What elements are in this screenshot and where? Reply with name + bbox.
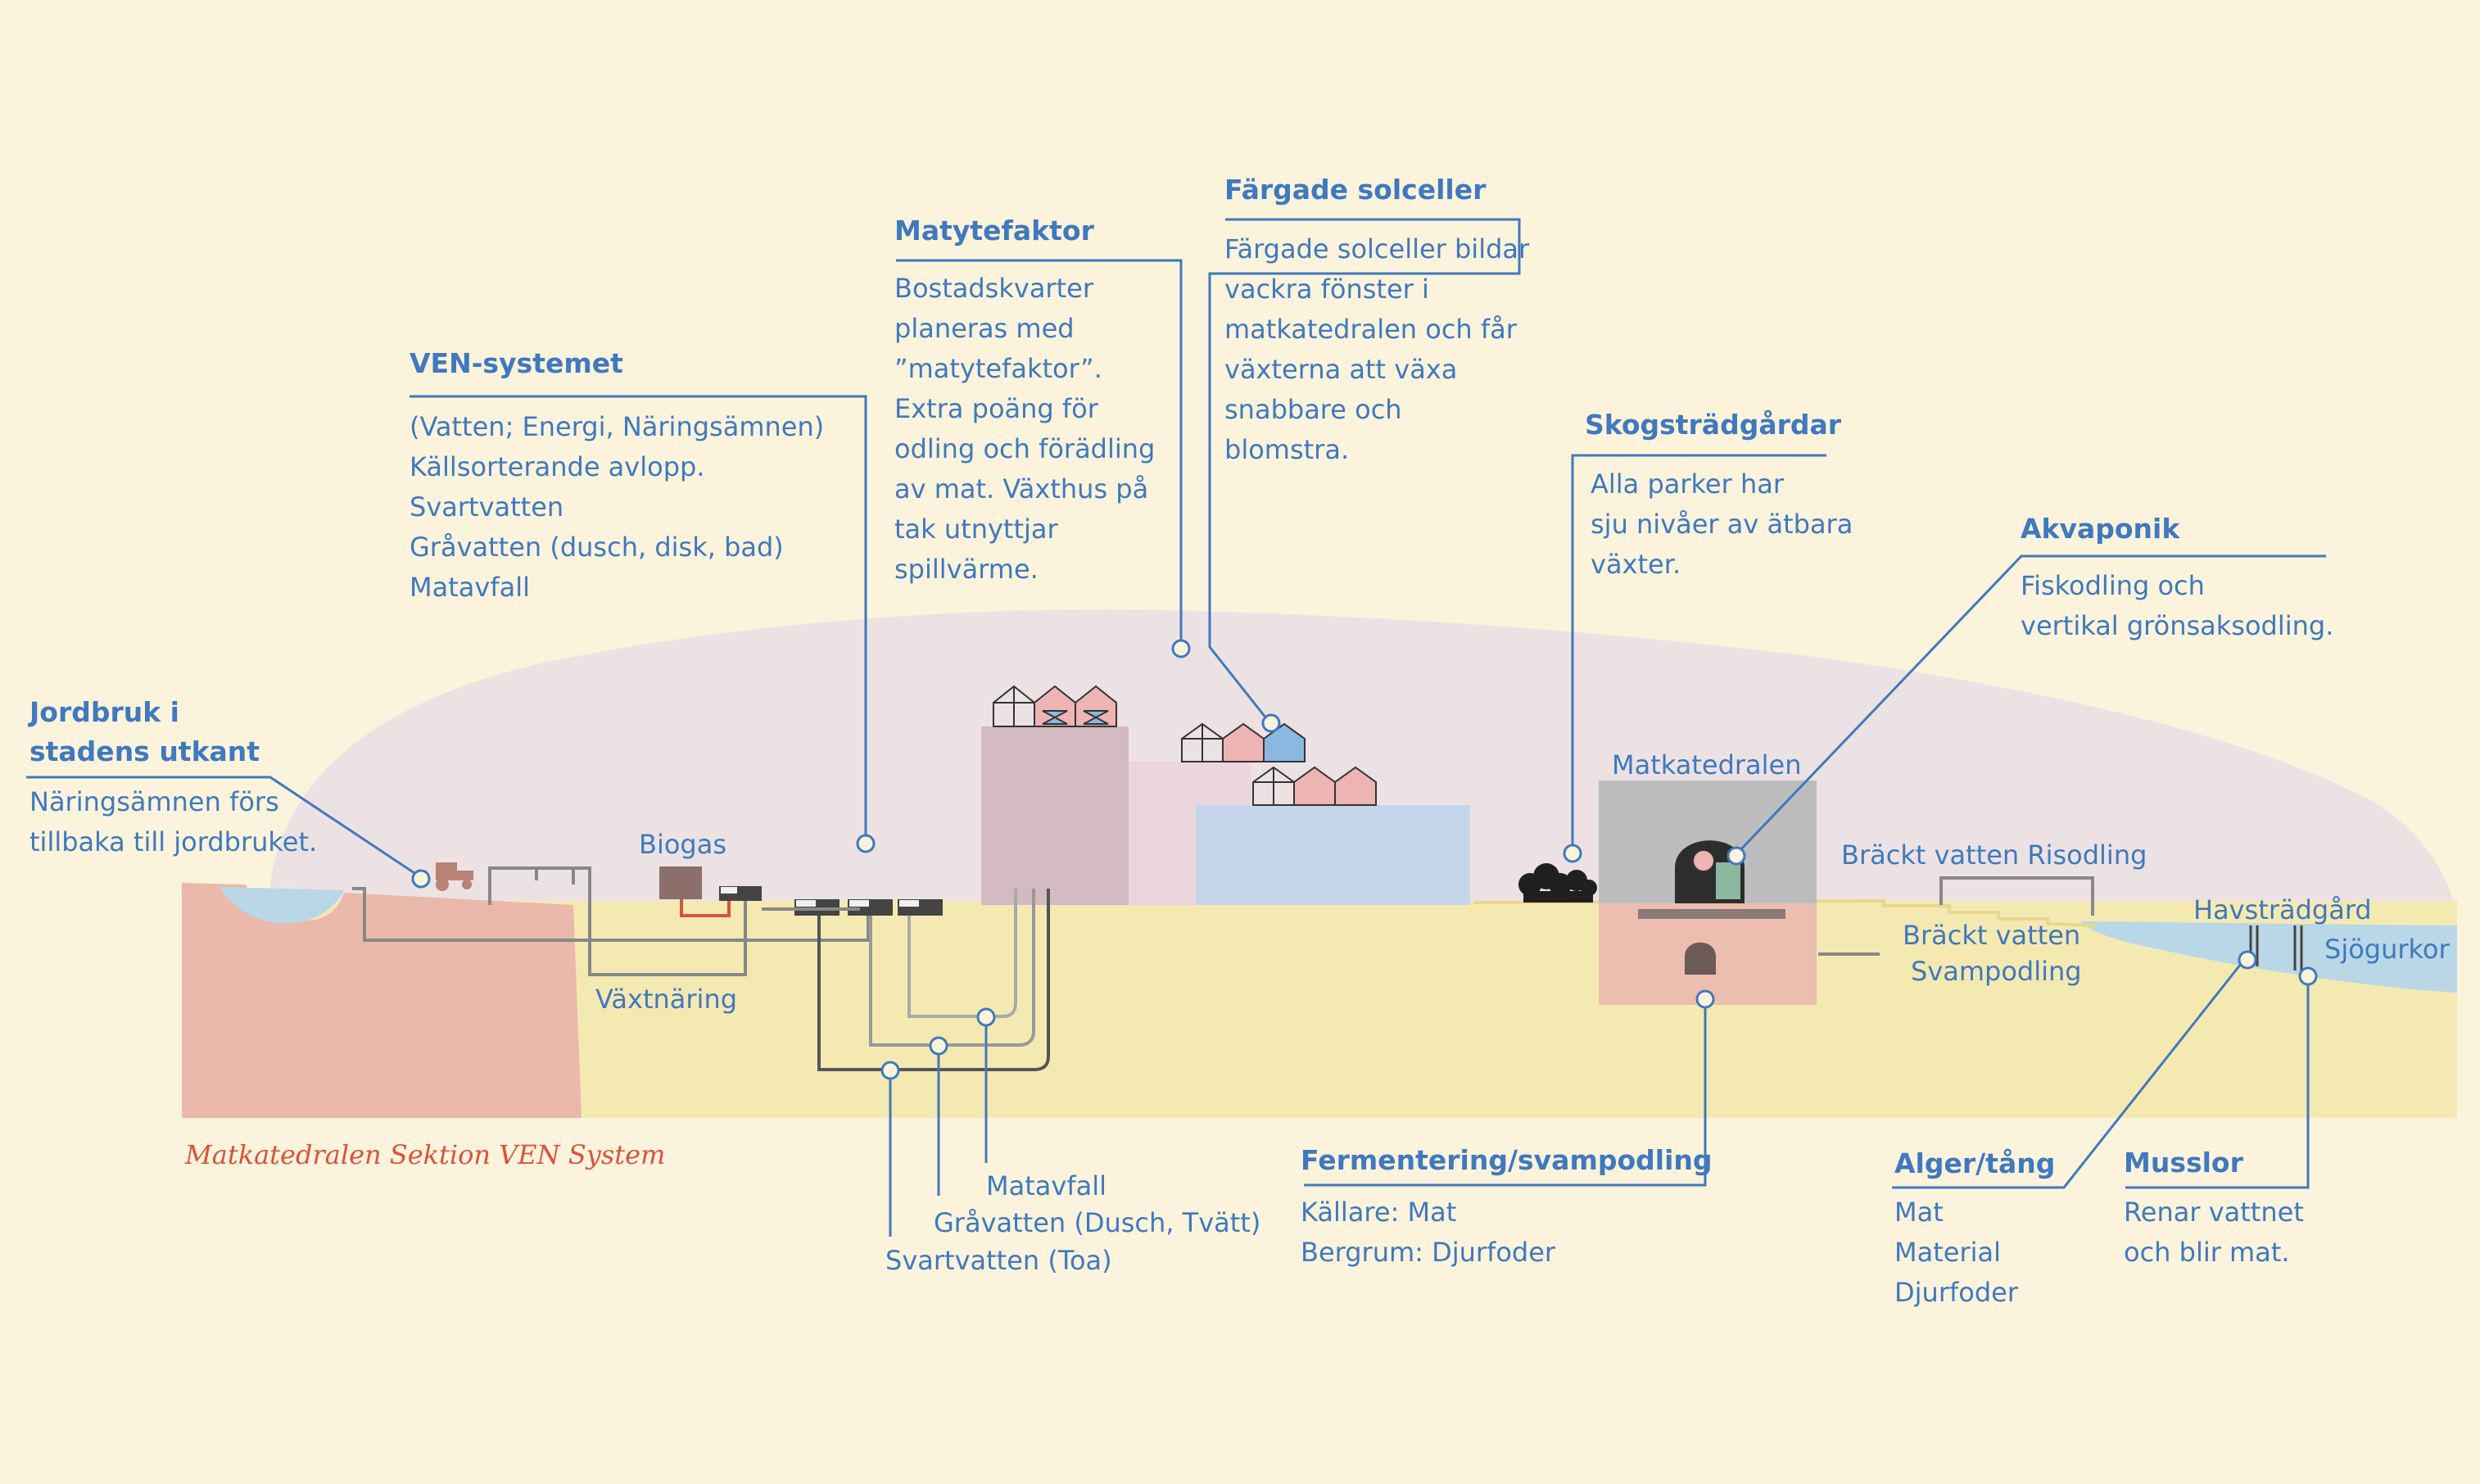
jordbruk-body: Näringsämnen förs tillbaka till jordbruk… [29,782,317,862]
farm-pond [219,887,344,924]
cellar-vault [1685,942,1716,975]
matytefaktor-body-line: odling och förädling [894,433,1156,464]
sky-backdrop [270,609,2457,930]
fermentering-body: Källare: Mat Bergrum: Djurfoder [1301,1192,1555,1273]
akvaponik-body-line: Fiskodling och [2021,570,2205,601]
section-caption: Matkatedralen Sektion VEN System [185,1139,666,1170]
alger-title: Alger/tång [1894,1147,2056,1179]
jordbruk-title-line2: stadens utkant [29,735,260,767]
ven-pipes [352,866,2094,976]
forest-garden-trees [1518,863,1597,903]
biogas-label: Biogas [639,829,727,860]
ven-title: VEN-systemet [410,347,623,379]
skog-body-line: Alla parker har [1591,468,1784,500]
matytefaktor-body-line: planeras med [894,313,1075,344]
greenhouse-group-1 [993,685,1117,727]
solceller-title: Färgade solceller [1224,174,1487,206]
matkatedralen-label: Matkatedralen [1612,749,1802,780]
matytefaktor-body-line: Bostadskvarter [894,273,1093,304]
sea [2080,921,2457,993]
tall-building [981,726,1129,905]
tractor [436,862,473,891]
matytefaktor-body-line: ”matytefaktor”. [894,353,1102,384]
cellar-rows [1638,909,1785,919]
solceller-body-line: snabbare och [1224,394,1402,425]
farmland [182,883,582,1118]
skog-title: Skogsträdgårdar [1585,409,1842,441]
fermentering-body-line: Källare: Mat [1301,1197,1457,1228]
musslor-body-line: och blir mat. [2124,1237,2290,1268]
ven-body-line: Svartvatten [410,491,564,523]
low-blue-building [1196,805,1470,905]
akvaponik-body: Fiskodling och vertikal grönsaksodling. [2021,566,2333,646]
akvaponik-title: Akvaponik [2021,513,2180,545]
alger-body-line: Djurfoder [1894,1277,2018,1308]
havstradgard-label: Havsträdgård [2193,894,2372,925]
matytefaktor-body-line: spillvärme. [894,554,1039,585]
biogas-feed-line [680,899,731,917]
matytefaktor-body-line: av mat. Växthus på [894,473,1149,504]
solceller-body-line: växterna att växa [1224,354,1458,385]
pipe-label-matavfall: Matavfall [986,1170,1106,1201]
jordbruk-body-line: tillbaka till jordbruket. [29,826,318,857]
ven-body: (Vatten; Energi, Näringsämnen) Källsorte… [410,407,824,608]
svampodling-label-line2: Svampodling [1911,956,2082,987]
solceller-body: Färgade solceller bildar vackra fönster … [1224,229,1529,470]
solceller-body-line: vackra fönster i [1224,274,1429,305]
musslor-body: Renar vattnet och blir mat. [2124,1192,2304,1273]
solceller-body-line: matkatedralen och får [1224,314,1517,345]
tank-highlights [721,887,919,907]
skog-body: Alla parker har sju nivåer av ätbara väx… [1591,464,1853,585]
leader-lines [26,218,2326,1237]
fermentering-body-line: Bergrum: Djurfoder [1301,1237,1556,1268]
pipe-label-svartvatten: Svartvatten (Toa) [885,1245,1112,1276]
jordbruk-body-line: Näringsämnen förs [29,786,279,817]
matytefaktor-title: Matytefaktor [894,215,1094,247]
biogas-unit [659,866,702,899]
solceller-body-line: blomstra. [1224,434,1350,465]
ven-body-line: Gråvatten (dusch, disk, bad) [410,532,784,563]
alger-body-line: Material [1894,1237,2001,1268]
ven-body-line: (Vatten; Energi, Näringsämnen) [410,411,825,442]
vaxtnaring-label: Växtnäring [595,984,738,1015]
ven-body-line: Matavfall [410,572,530,603]
matytefaktor-body-line: Extra poäng för [894,393,1098,424]
sewage-pipes [817,889,1050,1071]
risodling-label: Bräckt vatten Risodling [1841,839,2147,871]
alger-body: Mat Material Djurfoder [1894,1192,2018,1313]
svampodling-label-line1: Bräckt vatten [1903,920,2081,951]
fermentering-title: Fermentering/svampodling [1301,1144,1713,1176]
ven-body-line: Källsorterande avlopp. [410,451,705,482]
sjogurkor-label: Sjögurkor [2324,934,2450,965]
greenhouse-group-2 [1181,722,1306,762]
pipe-label-gravatten: Gråvatten (Dusch, Tvätt) [934,1207,1261,1238]
skog-body-line: växter. [1591,549,1681,580]
musslor-title: Musslor [2124,1147,2243,1179]
jordbruk-title-line1: Jordbruk i [29,696,179,728]
solceller-body-line: Färgade solceller bildar [1224,233,1530,265]
matytefaktor-body: Bostadskvarter planeras med ”matytefakto… [894,269,1155,590]
skog-body-line: sju nivåer av ätbara [1591,509,1853,540]
akvaponik-body-line: vertikal grönsaksodling. [2021,610,2334,641]
greenhouse-group-3 [1252,766,1377,806]
brackish-terraces [1473,898,2098,927]
matytefaktor-body-line: tak utnyttjar [894,514,1058,545]
leader-dots [411,639,2318,1080]
cathedral-tank [1716,862,1740,899]
alger-body-line: Mat [1894,1197,1944,1228]
cathedral-window [1692,849,1715,872]
musslor-body-line: Renar vattnet [2124,1197,2304,1228]
